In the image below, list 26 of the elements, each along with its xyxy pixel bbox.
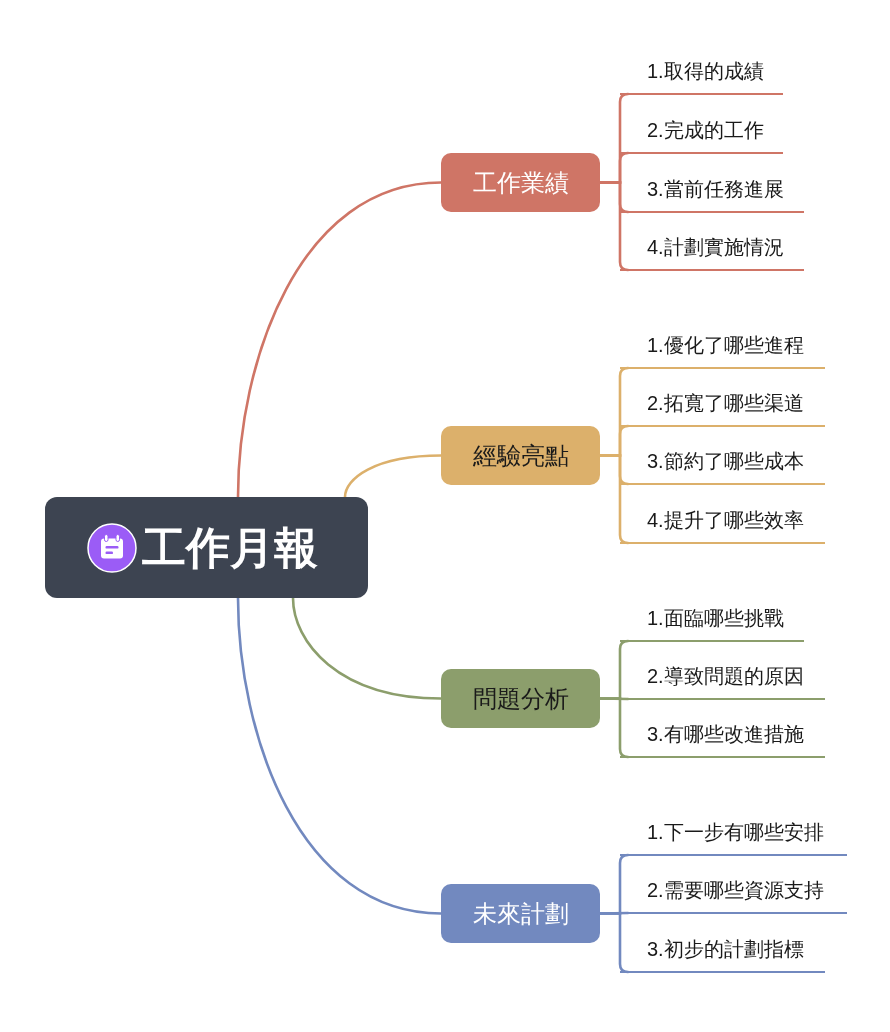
topic-box: 未來計劃: [441, 884, 600, 943]
subtopic-item: 1.下一步有哪些安排: [620, 810, 847, 856]
subtopic-item: 3.當前任務進展: [620, 167, 804, 213]
subtopic-item: 3.初步的計劃指標: [620, 927, 825, 973]
subtopic-item: 3.節約了哪些成本: [620, 439, 825, 485]
connector-line: [598, 912, 630, 974]
topic-box: 經驗亮點: [441, 426, 600, 485]
topic-box: 問題分析: [441, 669, 600, 728]
subtopic-item: 1.面臨哪些挑戰: [620, 596, 804, 642]
branch-curve: [236, 596, 443, 915]
subtopic-item: 2.完成的工作: [620, 108, 783, 154]
topic-box: 工作業績: [441, 153, 600, 212]
branch-curve: [291, 596, 443, 700]
connector-line: [598, 697, 630, 759]
subtopic-item: 2.拓寬了哪些渠道: [620, 381, 825, 427]
subtopic-item: 4.提升了哪些效率: [620, 498, 825, 544]
subtopic-item: 1.取得的成績: [620, 49, 783, 95]
subtopic-item: 4.計劃實施情況: [620, 225, 804, 271]
subtopic-item: 2.需要哪些資源支持: [620, 868, 847, 914]
central-topic-box: [45, 497, 368, 598]
branch-curve: [236, 181, 443, 499]
subtopic-item: 1.優化了哪些進程: [620, 323, 825, 369]
branch-curve: [343, 454, 443, 499]
subtopic-item: 3.有哪些改進措施: [620, 712, 825, 758]
title-text: 工作月報: [142, 522, 318, 573]
subtopic-item: 2.導致問題的原因: [620, 654, 825, 700]
